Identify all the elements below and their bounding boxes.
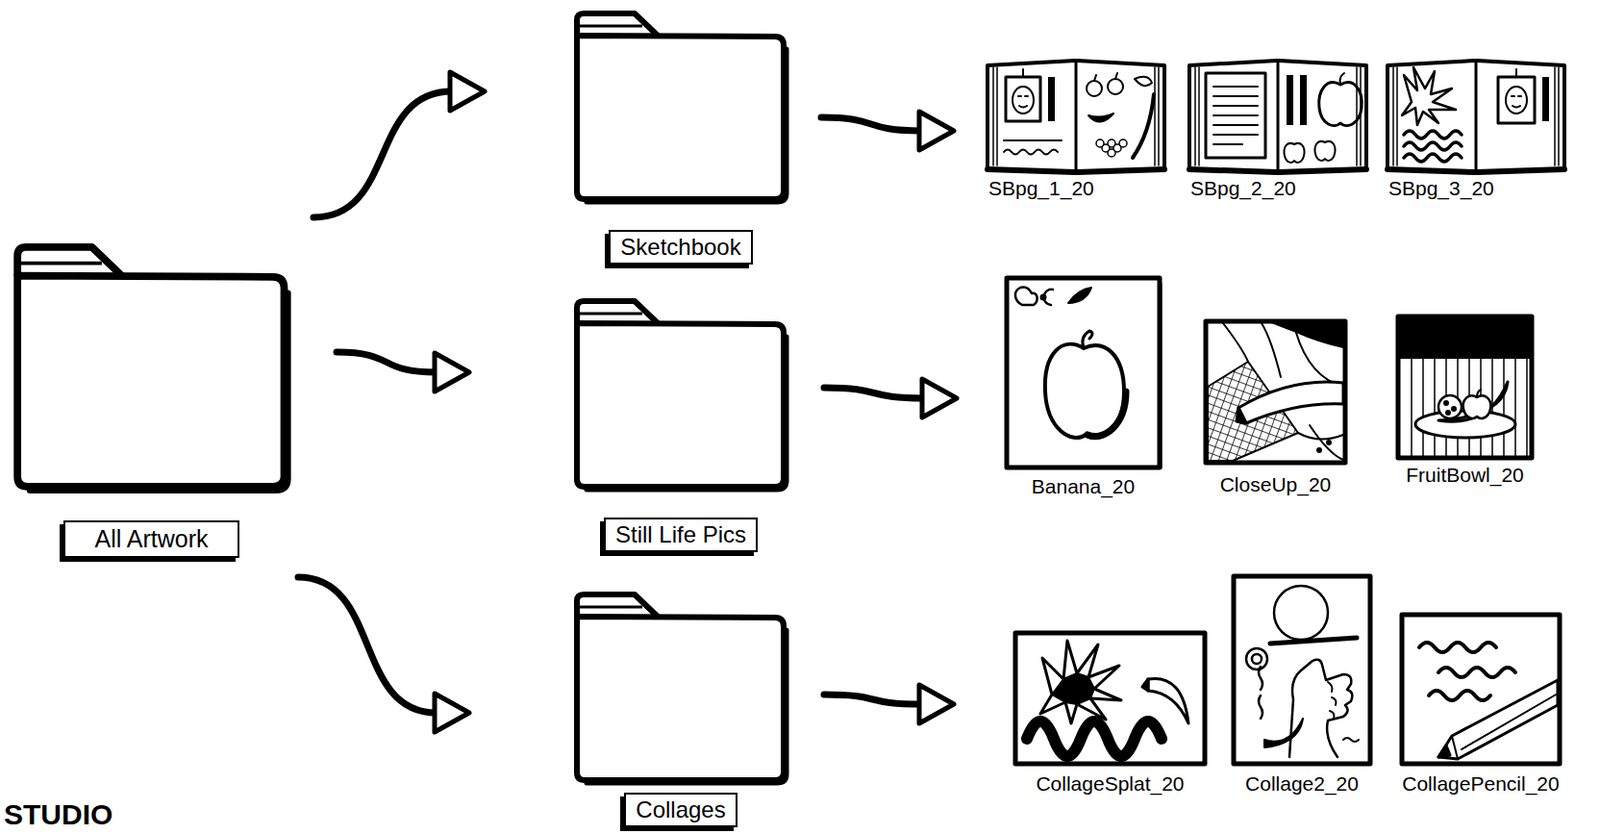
curved-arrow [824, 378, 957, 418]
folder-node: Still Life Pics [573, 298, 789, 552]
file-caption: FruitBowl_20 [1396, 463, 1534, 487]
arrow-line [824, 387, 925, 399]
arrow-head [450, 72, 485, 111]
curved-arrow [824, 684, 954, 724]
collage-thumbnail [1015, 632, 1205, 764]
file-caption: Banana_20 [1004, 475, 1162, 499]
still-life-thumbnail [1205, 321, 1346, 463]
folder-label: Still Life Pics [603, 517, 758, 552]
file-caption: SBpg_1_20 [984, 176, 1168, 200]
arrow-line [313, 91, 452, 218]
thumbnail-node: CollageSplat_20 [1013, 630, 1207, 796]
folder-icon [576, 594, 787, 783]
arrow-head [919, 111, 954, 150]
file-caption: CollageSplat_20 [1013, 772, 1207, 796]
thumbnail-node: SBpg_1_20 [984, 55, 1168, 200]
curved-arrow [821, 111, 954, 150]
file-caption: Collage2_20 [1231, 772, 1373, 796]
folder-label: Sketchbook [608, 229, 752, 265]
still-life-thumbnail [1006, 277, 1161, 468]
thumbnail-node: SBpg_3_20 [1384, 55, 1568, 200]
curved-arrow [298, 576, 470, 732]
thumbnail-node: Banana_20 [1004, 275, 1162, 499]
thumbnail-node: FruitBowl_20 [1396, 314, 1534, 487]
curved-arrow [313, 72, 485, 218]
arrow-line [298, 576, 437, 713]
collage-thumbnail [1233, 575, 1371, 764]
arrow-head [434, 693, 470, 732]
thumbnail-node: SBpg_2_20 [1186, 55, 1370, 200]
folder-node: Collages [573, 591, 789, 827]
collage-thumbnail [1401, 614, 1560, 764]
brand-mark: STUDIO [3, 798, 113, 831]
folder-label: Collages [624, 792, 737, 827]
file-caption: CollagePencil_20 [1400, 772, 1562, 796]
folder-icon [576, 300, 787, 490]
thumbnail-node: CloseUp_20 [1203, 319, 1348, 497]
sketchbook-thumbnail [1189, 60, 1367, 173]
arrow-head [434, 352, 470, 392]
arrow-head [922, 378, 957, 418]
arrow-line [336, 351, 437, 373]
folder-icon [17, 247, 288, 491]
curved-arrow [336, 351, 470, 392]
thumbnail-node: Collage2_20 [1231, 574, 1373, 796]
folder-label: All Artwork [63, 520, 239, 558]
folder-icon [576, 13, 787, 202]
sketchbook-thumbnail [1387, 60, 1565, 173]
arrow-head [919, 684, 954, 724]
arrow-line [824, 694, 922, 704]
thumbnail-node: CollagePencil_20 [1400, 612, 1562, 796]
file-caption: CloseUp_20 [1203, 473, 1348, 497]
sketchbook-thumbnail [987, 60, 1165, 173]
file-caption: SBpg_3_20 [1384, 176, 1568, 200]
still-life-thumbnail [1398, 316, 1532, 458]
folder-node: Sketchbook [573, 10, 789, 265]
arrow-line [821, 117, 922, 131]
folder-node: All Artwork [12, 243, 291, 558]
file-caption: SBpg_2_20 [1186, 176, 1370, 200]
